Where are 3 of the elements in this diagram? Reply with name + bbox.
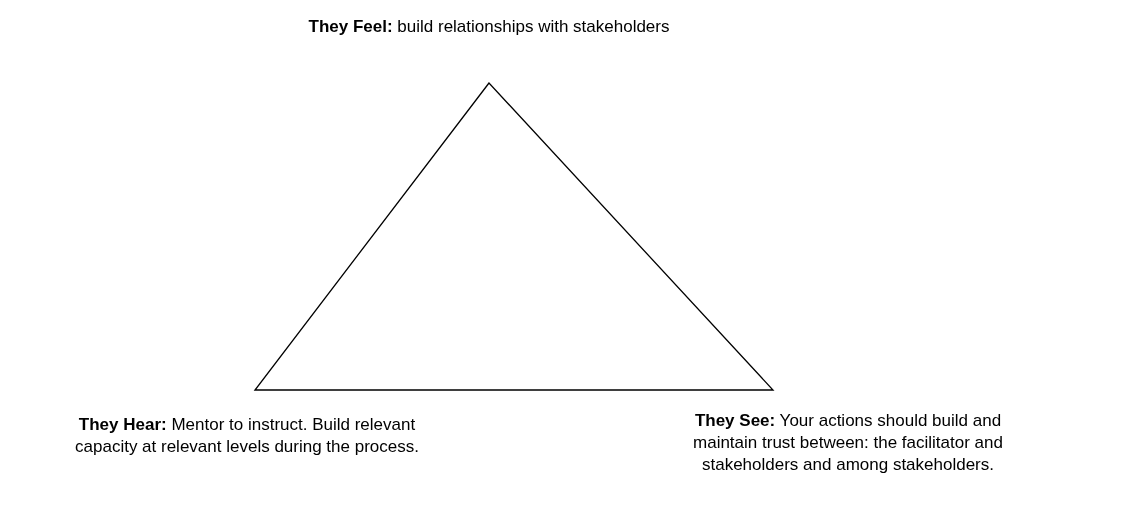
vertex-label: They See: Your actions should build and maintain trust between: the facilitator and stakeholders and among stakeholders. <box>692 410 1004 476</box>
vertex-label: They Hear: Mentor to instruct. Build relevant capacity at relevant levels during the process. <box>74 414 420 458</box>
vertex-label: They Feel: build relationships with stakeholders <box>307 16 671 38</box>
